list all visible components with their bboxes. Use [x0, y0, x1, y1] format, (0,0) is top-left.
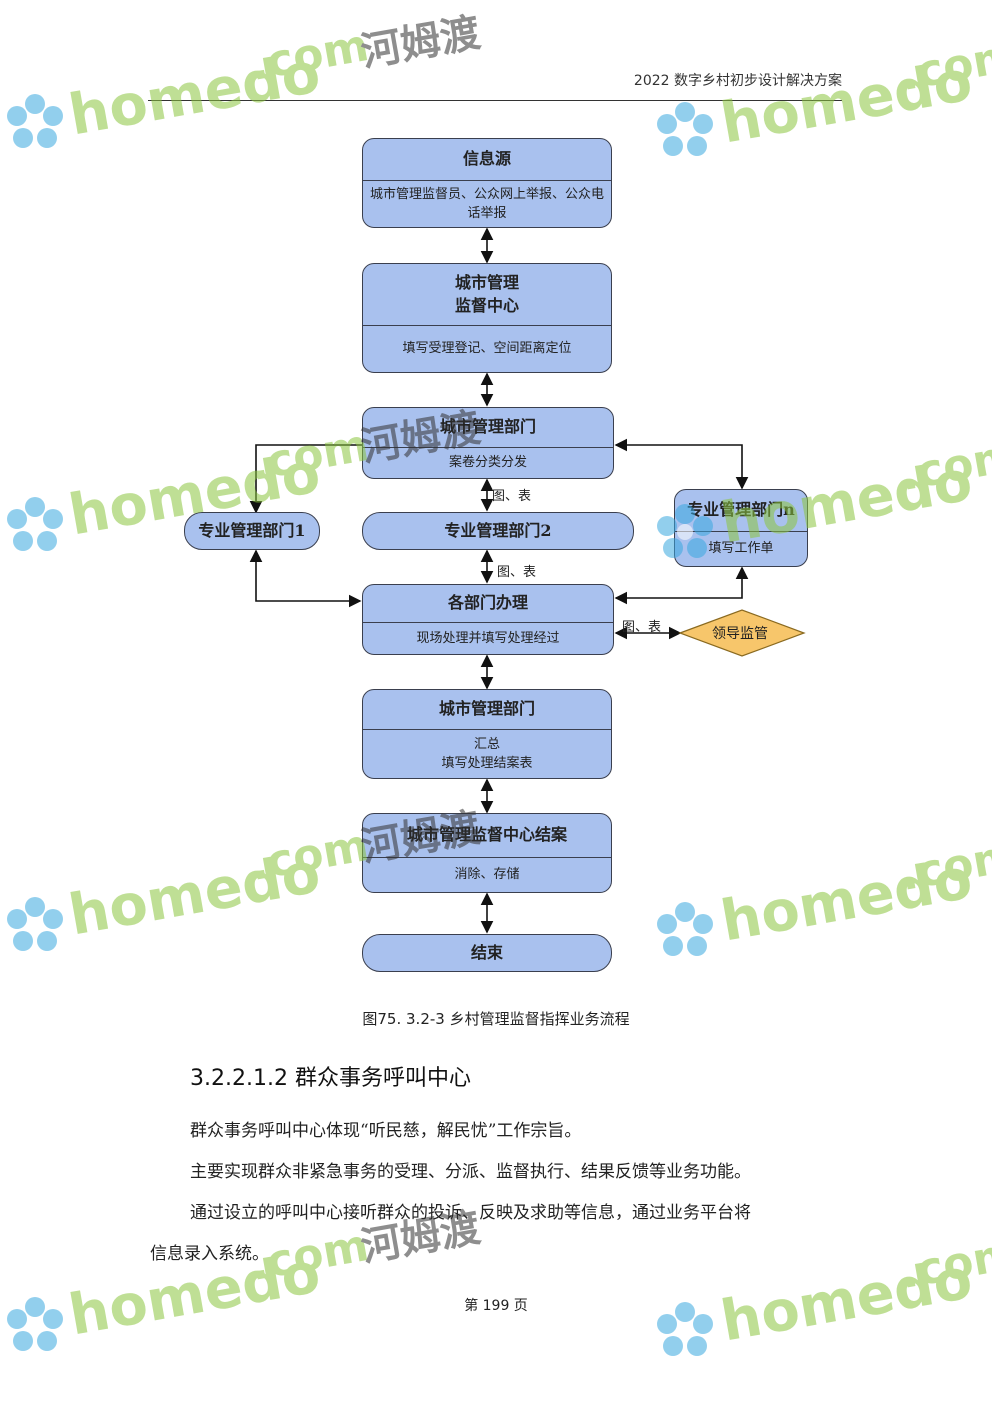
node-handling-desc: 现场处理并填写处理经过 — [416, 630, 560, 646]
node-deptn-title: 专业管理部门n — [675, 490, 807, 532]
header-divider — [148, 100, 842, 101]
node-info-source: 信息源 城市管理监督员、公众网上举报、公众电话举报 — [362, 138, 612, 228]
paragraph-4: 信息录入系统。 — [150, 1244, 269, 1264]
node-city-dept-summary-desc: 汇总 填写处理结案表 — [363, 730, 611, 778]
section-heading: 3.2.2.1.2 群众事务呼叫中心 — [190, 1066, 471, 1091]
node-end: 结束 — [362, 934, 612, 972]
node-deptn-desc: 填写工作单 — [708, 541, 774, 557]
leader-diamond-label: 领导监管 — [712, 626, 768, 642]
supervision-center-title-line1: 城市管理 — [454, 273, 519, 293]
node-dept1: 专业管理部门1 — [184, 512, 320, 550]
watermark-domain-8: .com — [896, 1228, 992, 1299]
node-deptn: 专业管理部门n 填写工作单 — [674, 489, 808, 567]
arrow-dept-deptn — [614, 438, 749, 490]
paragraph-3: 通过设立的呼叫中心接听群众的投诉、反映及求助等信息，通过业务平台将 — [190, 1203, 751, 1223]
arrow-dept-dept1 — [249, 444, 362, 514]
node-city-dept-summary-title: 城市管理部门 — [363, 690, 611, 730]
figure-caption: 图75. 3.2-3 乡村管理监督指挥业务流程 — [362, 1010, 630, 1028]
node-dept1-title: 专业管理部门1 — [198, 520, 306, 540]
node-close-case: 城市管理监督中心结案 消除、存储 — [362, 813, 612, 893]
page-number: 第 199 页 — [464, 1298, 528, 1314]
node-handling: 各部门办理 现场处理并填写处理经过 — [362, 584, 614, 655]
node-info-source-desc: 城市管理监督员、公众网上举报、公众电话举报 — [369, 186, 604, 222]
node-supervision-center: 城市管理 监督中心 填写受理登记、空间距离定位 — [362, 263, 612, 373]
summary-desc-line2: 填写处理结案表 — [441, 756, 533, 771]
node-supervision-center-desc: 填写受理登记、空间距离定位 — [402, 341, 572, 357]
node-info-source-title: 信息源 — [363, 139, 611, 181]
node-close-case-desc: 消除、存储 — [454, 867, 520, 883]
arrow-handling-deptn — [614, 566, 749, 605]
node-city-dept-desc: 案卷分类分发 — [448, 455, 527, 471]
node-dept2: 专业管理部门2 — [362, 512, 634, 550]
document-header-title: 2022 数字乡村初步设计解决方案 — [633, 73, 842, 89]
arrow-dept1-handling — [249, 549, 362, 608]
paragraph-1: 群众事务呼叫中心体现“听民慈，解民忧”工作宗旨。 — [190, 1121, 582, 1141]
flowchart-arrows — [249, 227, 806, 934]
node-close-case-title: 城市管理监督中心结案 — [363, 814, 611, 858]
summary-desc-line1: 汇总 — [473, 736, 500, 752]
node-supervision-center-title: 城市管理 监督中心 — [363, 264, 611, 326]
supervision-center-title-line2: 监督中心 — [454, 295, 519, 315]
edge-label-chart-table-3: 图、表 — [622, 620, 662, 635]
node-handling-title: 各部门办理 — [363, 585, 613, 623]
paragraph-2: 主要实现群众非紧急事务的受理、分派、监督执行、结果反馈等业务功能。 — [190, 1162, 751, 1182]
leader-diamond — [678, 609, 806, 657]
node-dept2-title: 专业管理部门2 — [444, 520, 552, 540]
edge-label-chart-table-1: 图、表 — [492, 489, 532, 504]
node-city-dept-summary: 城市管理部门 汇总 填写处理结案表 — [362, 689, 612, 779]
edge-label-chart-table-2: 图、表 — [497, 565, 537, 580]
node-end-title: 结束 — [470, 942, 503, 962]
node-city-dept-title: 城市管理部门 — [363, 408, 613, 448]
node-city-dept: 城市管理部门 案卷分类分发 — [362, 407, 614, 479]
